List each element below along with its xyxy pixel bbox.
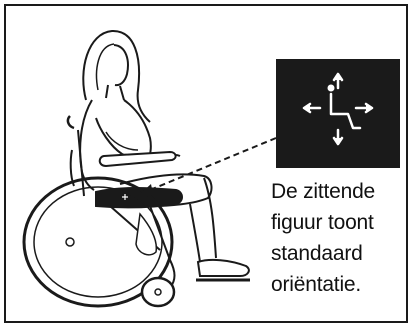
wheelchair-seat [96, 188, 182, 207]
wheelchair-front-caster [142, 278, 174, 306]
woman-feet [198, 260, 249, 276]
woman-hair-inner [97, 44, 114, 90]
wheelchair-backrest [71, 130, 84, 196]
wheelchair-armrest [100, 152, 176, 166]
woman-forearm [106, 132, 138, 150]
caption-text: De zittende figuur toont standaard oriën… [271, 176, 407, 300]
wheelchair-side-panel [136, 214, 156, 255]
woman-neck [106, 85, 124, 100]
wheelchair-rear-hub [66, 238, 74, 246]
wheelchair-push-handle [68, 116, 74, 128]
leader-line [150, 138, 276, 190]
woman-front [124, 100, 151, 160]
woman-face [114, 45, 128, 85]
